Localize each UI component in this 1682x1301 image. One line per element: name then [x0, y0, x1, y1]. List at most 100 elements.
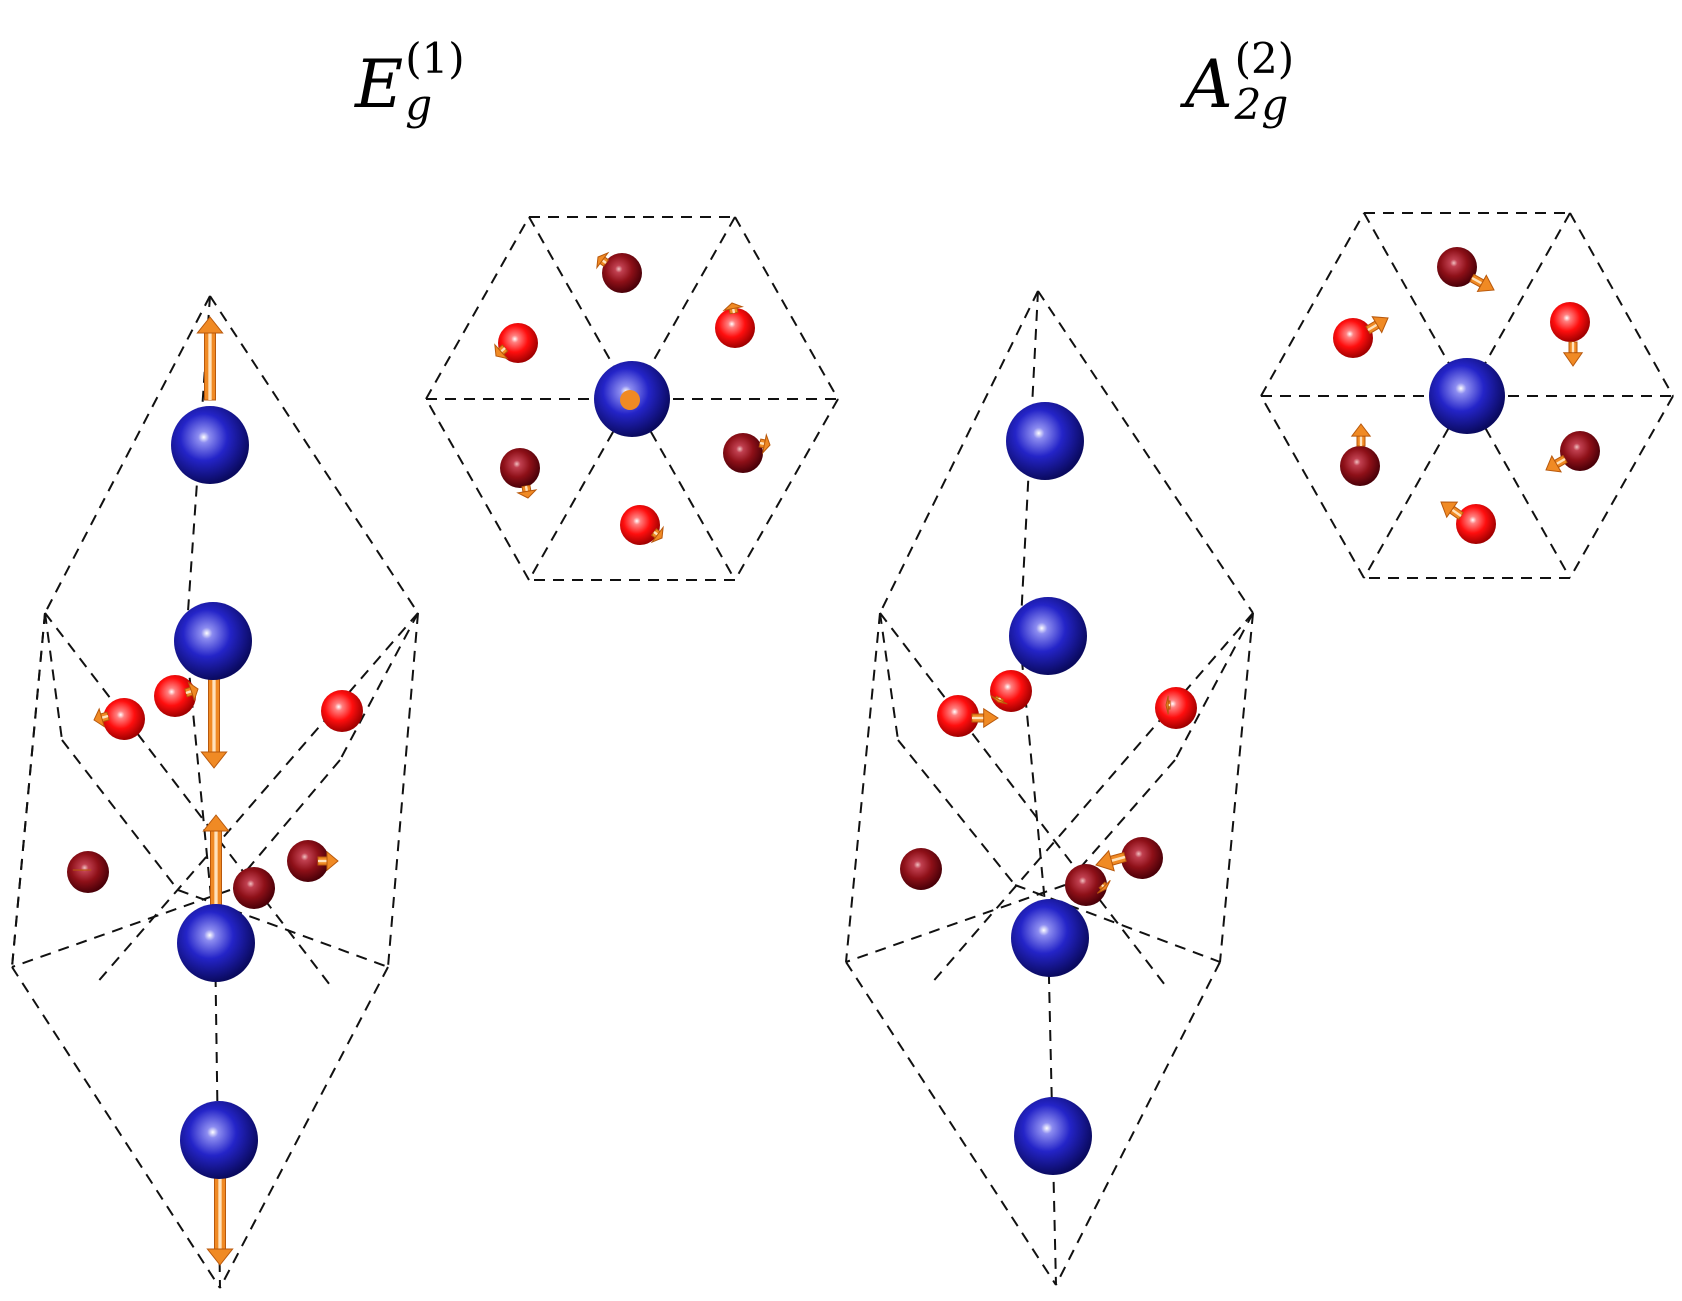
red-sphere-atom — [321, 690, 363, 732]
cell-edge — [929, 612, 1254, 986]
cell-edge — [1037, 290, 1254, 614]
orange-displacement-arrow — [184, 681, 199, 702]
orange-displacement-arrow — [758, 433, 771, 455]
mode-superscript: (2) — [1234, 34, 1295, 83]
red-sphere-atom — [937, 695, 979, 737]
red-sphere-atom — [498, 323, 538, 363]
mode-subscript: g — [405, 80, 433, 129]
cell-edge — [1174, 612, 1254, 761]
red-sphere-atom — [1155, 687, 1197, 729]
cell-edge — [845, 884, 1066, 963]
cell-edge — [734, 216, 839, 400]
blue-sphere-atom — [1429, 358, 1505, 434]
orange-displacement-arrow — [1469, 273, 1495, 293]
red-sphere-atom — [103, 698, 145, 740]
orange-displacement-arrow — [1365, 316, 1389, 335]
cell-edge — [425, 398, 530, 581]
orange-displacement-arrow — [971, 707, 999, 729]
cell-edge — [11, 889, 231, 968]
dark-red-sphere-atom — [1437, 247, 1477, 287]
orange-displacement-arrow — [1350, 423, 1372, 447]
blue-sphere-atom — [177, 904, 255, 982]
cell-edge — [897, 739, 1016, 886]
blue-sphere-atom — [1011, 899, 1089, 977]
dark-red-sphere-atom — [1560, 431, 1600, 471]
dark-red-sphere-atom — [1340, 446, 1380, 486]
cell-edge — [1055, 961, 1221, 1286]
cell-edge — [209, 295, 419, 614]
cell-edge — [339, 612, 419, 761]
cell-edge — [845, 961, 1057, 1286]
blue-sphere-atom — [1014, 1097, 1092, 1175]
red-sphere-atom — [620, 505, 660, 545]
unit-cell-edges — [11, 212, 1674, 1289]
dark-red-sphere-atom — [1121, 837, 1163, 879]
cell-edge — [1260, 395, 1365, 579]
dark-red-sphere-atom — [233, 867, 275, 909]
mode-superscript: (1) — [405, 34, 465, 83]
cell-edge — [11, 612, 46, 968]
dark-red-sphere-atom — [287, 840, 329, 882]
cell-edge — [219, 966, 389, 1289]
red-sphere-atom — [1456, 504, 1496, 544]
cell-edge — [879, 290, 1039, 614]
cell-edge — [1569, 212, 1674, 397]
cell-edge — [734, 398, 839, 581]
cell-edge — [44, 295, 211, 614]
orange-displacement-arrow — [1545, 454, 1568, 473]
dark-red-sphere-atom — [500, 448, 540, 488]
dark-red-sphere-atom — [723, 433, 763, 473]
atoms-layer — [67, 247, 1600, 1266]
cell-edge — [879, 612, 1166, 986]
orange-displacement-arrow — [1165, 695, 1171, 715]
orange-displacement-arrow — [1562, 341, 1584, 367]
dark-red-sphere-atom — [67, 851, 109, 893]
dark-red-sphere-atom — [602, 253, 642, 293]
orange-displacement-arrow — [317, 850, 339, 872]
orange-displacement-arrow — [620, 390, 640, 410]
cell-edge — [845, 612, 881, 963]
orange-displacement-arrow — [650, 525, 664, 544]
red-sphere-atom — [154, 675, 196, 717]
red-sphere-atom — [1550, 302, 1590, 342]
cell-edge — [1260, 212, 1365, 397]
cell-edge — [879, 612, 899, 741]
dark-red-sphere-atom — [1065, 864, 1107, 906]
orange-displacement-arrow — [722, 302, 744, 315]
blue-sphere-atom — [174, 602, 252, 680]
orange-displacement-arrow — [596, 251, 610, 270]
orange-displacement-arrow — [1096, 879, 1111, 894]
cell-edge — [44, 612, 63, 741]
mode-symbol: A — [1185, 46, 1233, 123]
blue-sphere-atom — [180, 1101, 258, 1179]
cell-edge — [94, 612, 419, 986]
mode-symbol: E — [355, 46, 404, 123]
cell-edge — [1064, 759, 1176, 886]
cell-edge — [44, 612, 331, 986]
mode-subscript: 2g — [1234, 80, 1289, 129]
cell-edge — [1219, 612, 1254, 963]
orange-displacement-arrow — [196, 316, 224, 401]
orange-displacement-arrow — [494, 343, 509, 360]
dark-red-sphere-atom — [900, 848, 942, 890]
blue-sphere-atom — [1006, 402, 1084, 480]
cell-edge — [61, 739, 179, 891]
orange-displacement-arrow — [1095, 849, 1127, 872]
blue-sphere-atom — [1009, 597, 1087, 675]
orange-displacement-arrow — [93, 707, 110, 728]
orange-displacement-arrow — [990, 695, 1008, 705]
mode-label-a2g2: A(2)2g — [1185, 38, 1294, 129]
orange-displacement-arrow — [1440, 501, 1464, 520]
cell-edge — [528, 216, 736, 581]
orange-displacement-arrow — [206, 1161, 234, 1266]
blue-sphere-atom — [171, 406, 249, 484]
cell-edge — [11, 966, 221, 1289]
red-sphere-atom — [1333, 318, 1373, 358]
cell-edge — [528, 216, 736, 581]
red-sphere-atom — [990, 670, 1032, 712]
orange-displacement-arrow — [516, 484, 538, 499]
cell-edge — [387, 612, 419, 968]
cell-edge — [425, 216, 530, 400]
